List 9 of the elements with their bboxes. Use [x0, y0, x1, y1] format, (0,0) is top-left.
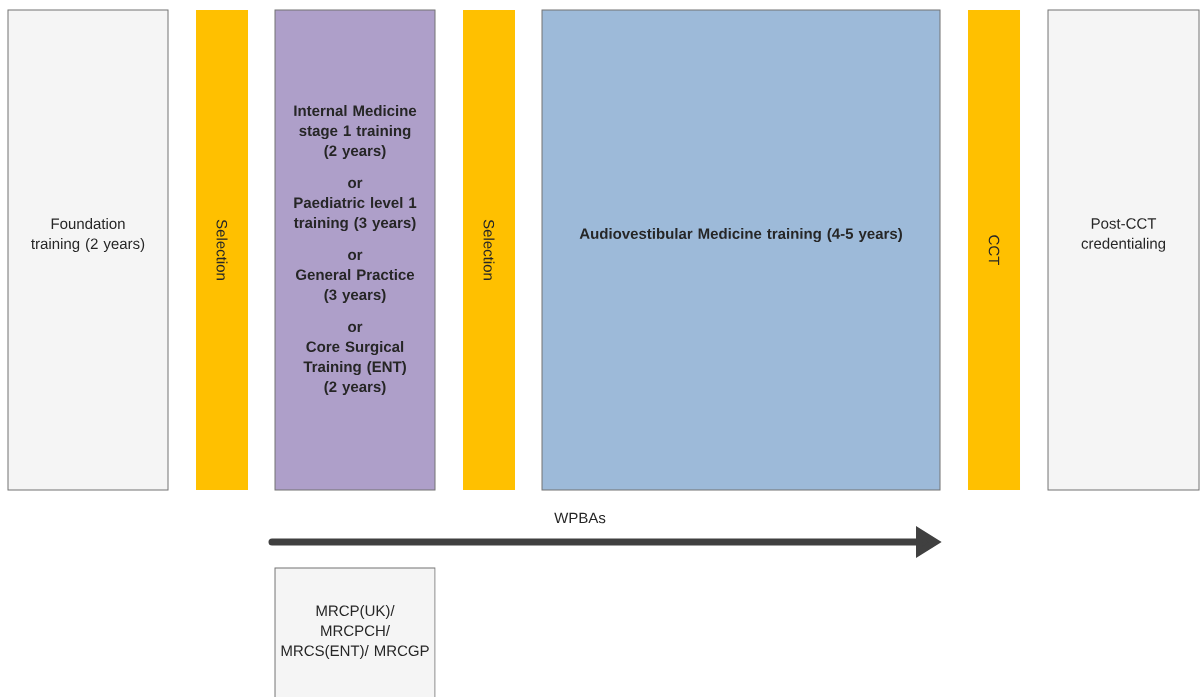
process-box: Post-CCT credentialing: [1047, 9, 1200, 491]
stage-bar: Selection: [196, 10, 248, 490]
stage-bar: CCT: [968, 10, 1020, 490]
process-box: Internal Medicine stage 1 training (2 years) or Paediatric level 1 training (3 years) or General Practice (3 years) or Core Surgical Training (ENT) (2 years): [274, 9, 436, 491]
process-box: Audiovestibular Medicine training (4-5 years): [541, 9, 941, 491]
process-box: Foundation training (2 years): [7, 9, 169, 491]
process-box: MRCP(UK)/ MRCPCH/ MRCS(ENT)/ MRCGP: [274, 567, 436, 697]
stage-bar: Selection: [463, 10, 515, 490]
arrow-label: WPBAs: [554, 512, 606, 524]
